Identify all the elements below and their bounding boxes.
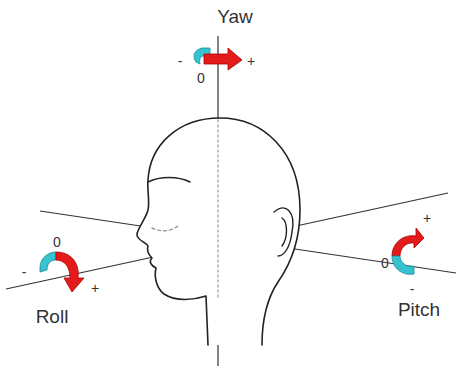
- zero-mark: 0: [381, 256, 389, 270]
- sign-mark: +: [247, 54, 255, 68]
- face-details: [148, 120, 293, 300]
- axis-name: Roll: [36, 307, 69, 326]
- center-line: [217, 120, 218, 300]
- brow: [148, 178, 190, 183]
- sign-mark: -: [178, 54, 183, 68]
- sign-mark: +: [91, 281, 99, 295]
- sign-mark: +: [423, 211, 431, 225]
- eye-line: [152, 226, 178, 231]
- sign-mark: -: [410, 282, 415, 296]
- pitch-arrow: [392, 228, 424, 274]
- axis-name: Pitch: [398, 300, 440, 319]
- ear: [274, 208, 293, 256]
- yaw-arrow: [194, 48, 242, 70]
- zero-mark: 0: [53, 235, 61, 249]
- ear-inner: [282, 218, 287, 246]
- axis-name: Yaw: [217, 7, 253, 26]
- zero-mark: 0: [197, 71, 205, 85]
- sign-mark: -: [22, 265, 27, 279]
- axes: [6, 36, 456, 366]
- head-outline: [137, 118, 300, 345]
- roll-arrow: [40, 252, 84, 292]
